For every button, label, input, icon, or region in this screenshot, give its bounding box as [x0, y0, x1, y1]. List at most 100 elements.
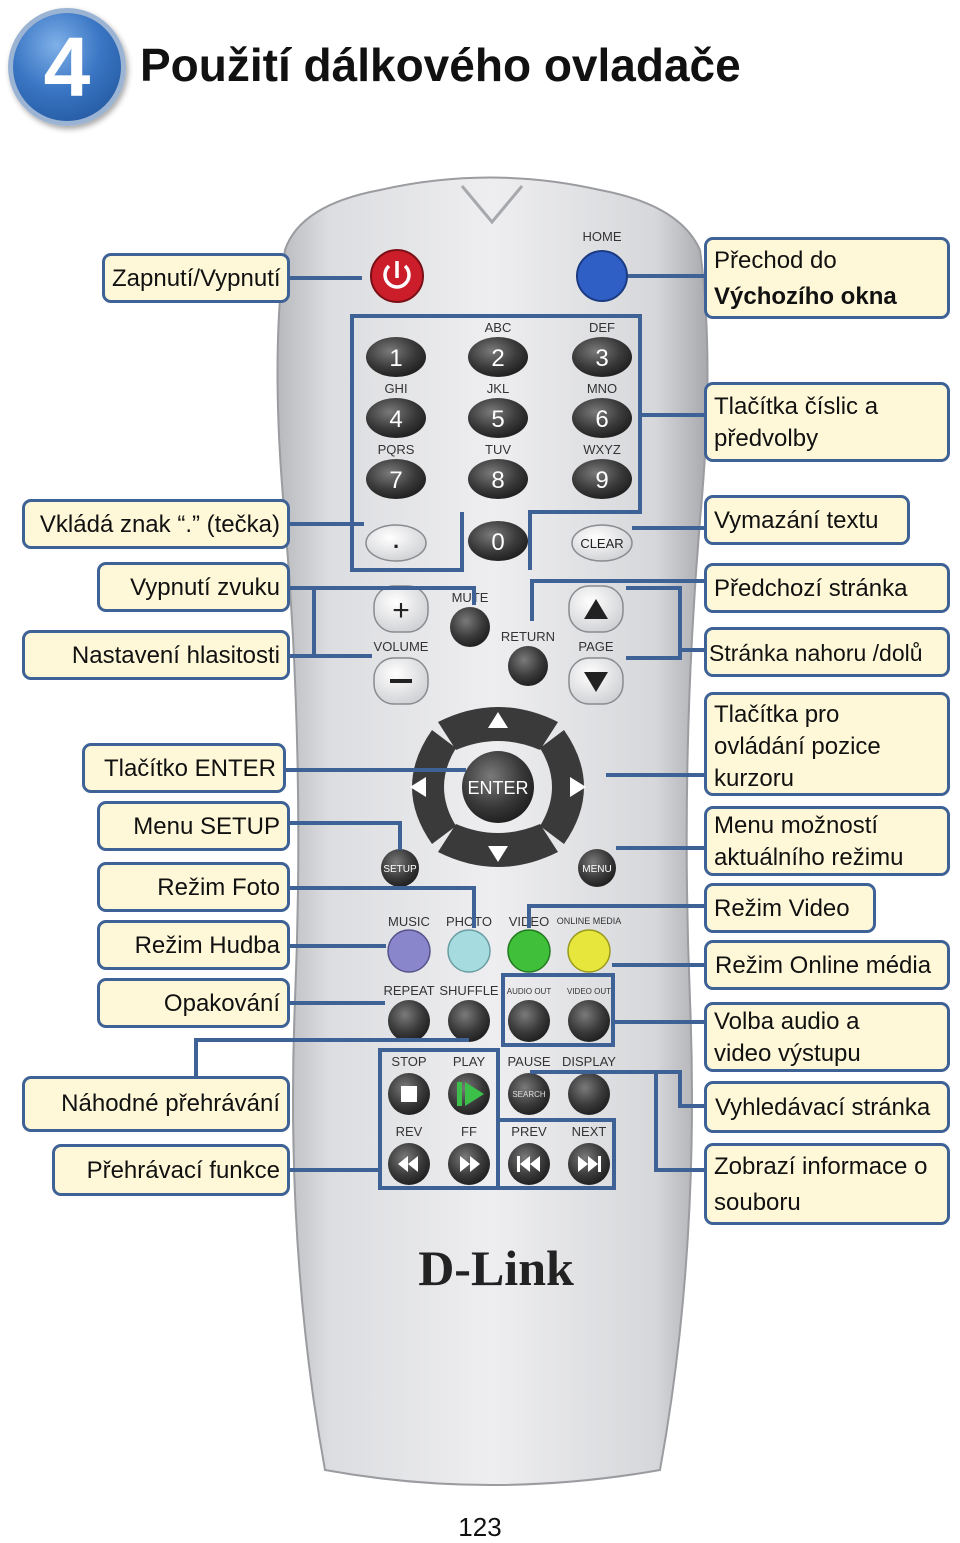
- label-return: Předchozí stránka: [704, 563, 950, 613]
- label-menu-line2: aktuálního režimu: [714, 844, 904, 871]
- key-2: 2: [468, 337, 528, 377]
- stop-label: STOP: [391, 1054, 426, 1069]
- shuffle-button: [448, 1000, 490, 1042]
- label-display-line2: souboru: [714, 1189, 801, 1216]
- nav-right-arrow: [540, 730, 584, 844]
- play-label: PLAY: [453, 1054, 486, 1069]
- label-online-line1: Režim Online média: [715, 952, 932, 979]
- return-label: RETURN: [501, 629, 555, 644]
- label-shuffle: Náhodné přehrávání: [22, 1076, 290, 1132]
- ff-button: [448, 1143, 490, 1185]
- label-power: Zapnutí/Vypnutí: [102, 253, 290, 303]
- label-page: Stránka nahoru /dolů: [704, 627, 950, 677]
- audio-out-button: [508, 1000, 550, 1042]
- letters-wxyz: WXYZ: [583, 442, 621, 457]
- video-out-label: VIDEO OUT: [567, 987, 611, 996]
- letters-ghi: GHI: [384, 381, 407, 396]
- label-video: Režim Video: [704, 883, 876, 933]
- label-clear-line1: Vymazání textu: [714, 507, 879, 534]
- label-photo: Režim Foto: [97, 862, 290, 912]
- shuffle-label: SHUFFLE: [439, 983, 499, 998]
- svg-text:+: +: [392, 594, 410, 627]
- page-label: PAGE: [578, 639, 613, 654]
- key-4: 4: [366, 398, 426, 438]
- dot-button: .: [365, 524, 427, 562]
- video-out-button: [568, 1000, 610, 1042]
- next-button: [568, 1143, 610, 1185]
- label-setup: Menu SETUP: [97, 801, 290, 851]
- letters-abc: ABC: [485, 320, 512, 335]
- svg-text:.: .: [393, 528, 399, 553]
- setup-button: SETUP: [381, 849, 419, 887]
- svg-text:4: 4: [389, 406, 402, 433]
- svg-text:ENTER: ENTER: [467, 778, 528, 798]
- label-repeat: Opakování: [97, 978, 290, 1028]
- label-home-line1: Přechod do: [714, 247, 837, 274]
- label-cursor-line2: ovládání pozice: [714, 733, 881, 760]
- stop-button: [388, 1073, 430, 1115]
- label-av-out-line1: Volba audio a: [714, 1008, 860, 1035]
- rev-button: [388, 1143, 430, 1185]
- volume-up-button: +: [373, 585, 429, 633]
- search-pause-button: SEARCH: [508, 1073, 550, 1115]
- label-enter: Tlačítko ENTER: [82, 743, 286, 793]
- display-button: [568, 1073, 610, 1115]
- svg-text:0: 0: [491, 529, 504, 556]
- volume-down-button: [373, 657, 429, 705]
- photo-label: PHOTO: [446, 914, 492, 929]
- clear-button: CLEAR: [571, 524, 633, 562]
- key-9: 9: [572, 459, 632, 499]
- mute-button: [450, 607, 490, 647]
- key-5: 5: [468, 398, 528, 438]
- return-button: [508, 646, 548, 686]
- volume-label: VOLUME: [374, 639, 429, 654]
- prev-label: PREV: [511, 1124, 547, 1139]
- label-cursor: Tlačítka pro ovládání pozice kurzoru: [704, 692, 950, 796]
- display-label: DISPLAY: [562, 1054, 616, 1069]
- rev-label: REV: [396, 1124, 423, 1139]
- label-music: Režim Hudba: [97, 920, 290, 970]
- svg-text:7: 7: [389, 467, 402, 494]
- label-numbers: Tlačítka číslic a předvolby: [704, 382, 950, 462]
- key-7: 7: [366, 459, 426, 499]
- label-volume: Nastavení hlasitosti: [22, 630, 290, 680]
- home-button: [576, 250, 628, 302]
- repeat-button: [388, 1000, 430, 1042]
- nav-down-arrow: [438, 824, 558, 867]
- label-av-out-line2: video výstupu: [714, 1040, 861, 1067]
- next-label: NEXT: [572, 1124, 607, 1139]
- play-button: [448, 1073, 490, 1115]
- label-mute: Vypnutí zvuku: [97, 562, 290, 612]
- key-1: 1: [366, 337, 426, 377]
- enter-button: [462, 751, 534, 823]
- label-online: Režim Online média: [704, 940, 950, 990]
- connector-lines: [194, 274, 704, 1190]
- label-return-line1: Předchozí stránka: [714, 575, 908, 602]
- repeat-label: REPEAT: [383, 983, 434, 998]
- label-numbers-line1: Tlačítka číslic a: [714, 393, 879, 420]
- dlink-logo: D-Link: [418, 1240, 574, 1296]
- label-menu-line1: Menu možností: [714, 812, 879, 839]
- svg-text:3: 3: [595, 345, 608, 372]
- svg-text:5: 5: [491, 406, 504, 433]
- music-label: MUSIC: [388, 914, 430, 929]
- mute-label: MUTE: [452, 590, 489, 605]
- menu-button: MENU: [578, 849, 616, 887]
- page-title: Použití dálkového ovladače: [140, 39, 741, 91]
- label-search-line1: Vyhledávací stránka: [715, 1094, 931, 1121]
- online-media-button: [567, 929, 611, 973]
- home-label: HOME: [583, 229, 622, 244]
- step-number-badge: 4: [8, 8, 126, 126]
- label-search: Vyhledávací stránka: [704, 1081, 950, 1133]
- music-button: [387, 929, 431, 973]
- label-home-line2: Výchozího okna: [714, 283, 897, 310]
- navigation-pad: ENTER: [410, 707, 586, 867]
- label-clear: Vymazání textu: [704, 495, 910, 545]
- nav-up-arrow: [438, 707, 558, 750]
- label-dot: Vkládá znak “.” (tečka): [22, 499, 290, 549]
- label-av-out: Volba audio a video výstupu: [704, 1002, 950, 1072]
- key-8: 8: [468, 459, 528, 499]
- svg-text:MENU: MENU: [582, 864, 611, 875]
- key-0: 0: [468, 521, 528, 561]
